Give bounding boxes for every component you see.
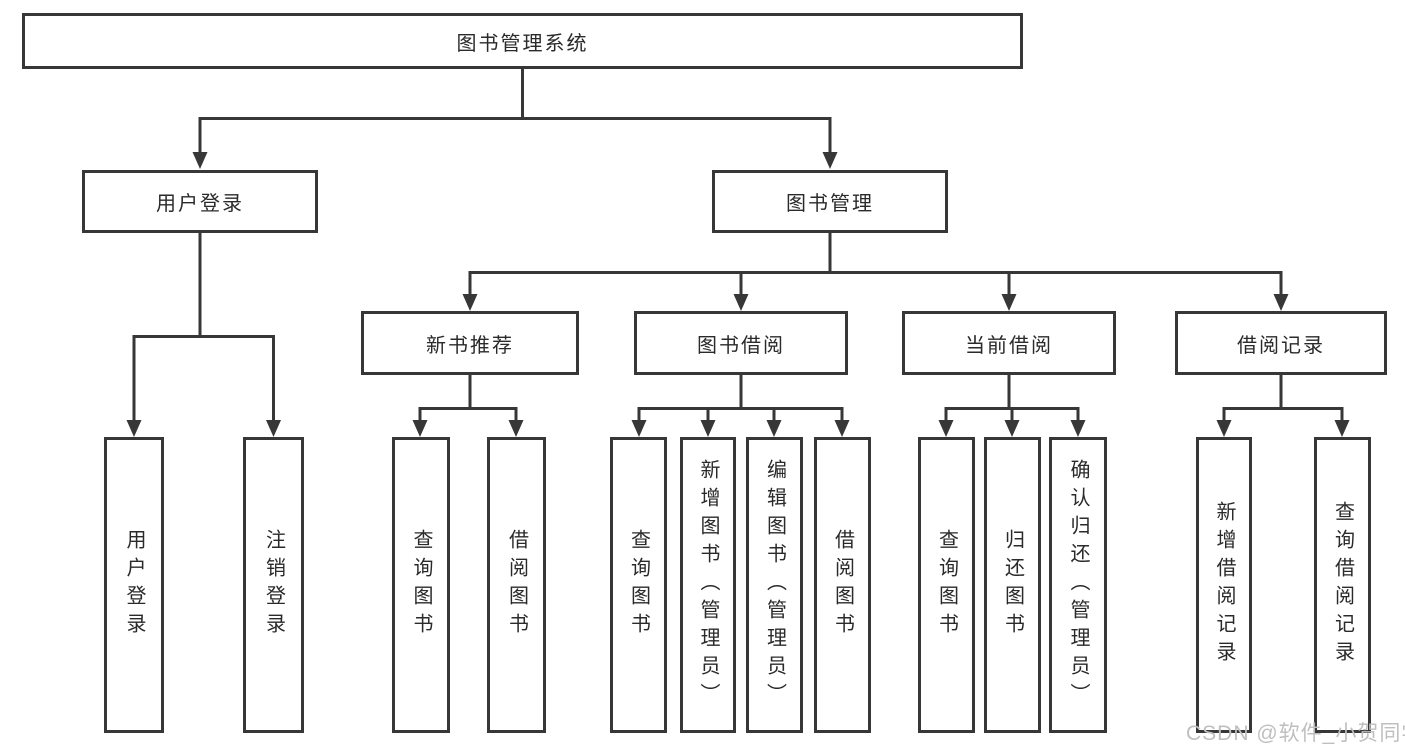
leaf-query-borrow-record: 查询借阅记录 <box>1314 437 1371 733</box>
node-user-login: 用户登录 <box>82 170 318 233</box>
node-label: 编辑图书（管理员） <box>763 459 786 711</box>
node-label: 查询图书 <box>627 529 650 641</box>
node-label: 查询图书 <box>935 529 958 641</box>
node-book-borrow: 图书借阅 <box>634 311 848 375</box>
leaf-add-borrow-record: 新增借阅记录 <box>1196 437 1252 733</box>
node-book-management: 图书管理 <box>712 170 948 233</box>
node-label: 用户登录 <box>123 529 145 641</box>
leaf-add-books-admin: 新增图书（管理员） <box>680 437 736 733</box>
node-label: 查询图书 <box>410 529 432 641</box>
node-label: 新增图书（管理员） <box>697 459 719 711</box>
node-current-borrow: 当前借阅 <box>902 311 1116 375</box>
node-label: 新书推荐 <box>426 334 514 357</box>
leaf-query-books-current: 查询图书 <box>918 437 975 733</box>
leaf-borrow-books: 借阅图书 <box>814 437 871 733</box>
node-label: 图书管理 <box>786 193 874 215</box>
node-system-root: 图书管理系统 <box>22 13 1023 69</box>
node-label: 新增借阅记录 <box>1213 501 1235 669</box>
node-label: 注销登录 <box>262 529 285 641</box>
leaf-borrow-books-recommend: 借阅图书 <box>487 437 546 733</box>
node-label: 当前借阅 <box>965 334 1053 357</box>
leaf-return-books: 归还图书 <box>984 437 1041 733</box>
leaf-query-books-borrow: 查询图书 <box>610 437 667 733</box>
leaf-confirm-return-admin: 确认归还（管理员） <box>1049 437 1107 733</box>
node-borrow-records: 借阅记录 <box>1175 311 1387 375</box>
node-label: 用户登录 <box>156 193 244 215</box>
node-new-book-recommend: 新书推荐 <box>361 311 579 375</box>
node-label: 借阅图书 <box>505 529 528 641</box>
node-label: 图书借阅 <box>697 334 785 357</box>
node-label: 借阅图书 <box>831 529 854 641</box>
leaf-logout: 注销登录 <box>243 437 304 733</box>
csdn-watermark: CSDN @软件_小贺同学 <box>1186 722 1405 745</box>
leaf-query-books-recommend: 查询图书 <box>392 437 450 733</box>
leaf-edit-books-admin: 编辑图书（管理员） <box>746 437 803 733</box>
node-label: 图书管理系统 <box>456 32 589 55</box>
node-label: 查询借阅记录 <box>1331 501 1354 669</box>
leaf-user-login: 用户登录 <box>104 437 164 733</box>
node-label: 确认归还（管理员） <box>1067 459 1089 711</box>
node-label: 归还图书 <box>1001 529 1024 641</box>
node-label: 借阅记录 <box>1237 334 1325 357</box>
